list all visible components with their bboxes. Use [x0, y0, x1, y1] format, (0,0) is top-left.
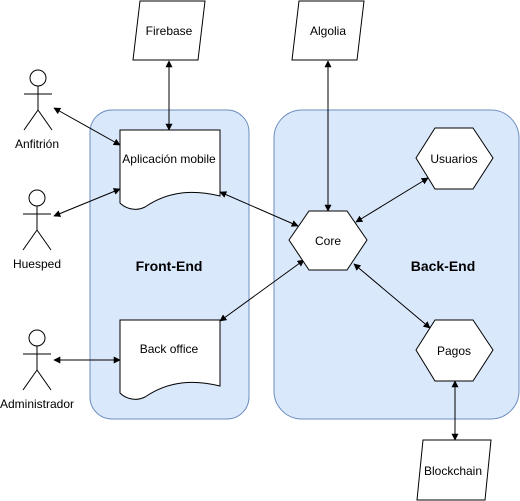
- service-algolia-label: Algolia: [310, 24, 346, 38]
- actor-anfitrion: Anfitrión: [15, 69, 59, 151]
- hex-usuarios-label: Usuarios: [430, 152, 477, 166]
- doc-mobile-label: Aplicación mobile: [122, 152, 216, 166]
- edge-anfitrion-mobile: [53, 107, 121, 146]
- edge-huesped-mobile: [53, 188, 121, 217]
- service-algolia: Algolia: [291, 0, 365, 61]
- actor-administrador-label: Administrador: [0, 397, 74, 411]
- connectors: [53, 60, 459, 441]
- actor-anfitrion-icon: [23, 69, 53, 131]
- service-firebase-label: Firebase: [146, 24, 193, 38]
- edge-core-usuarios: [355, 177, 429, 223]
- hex-pagos: Pagos: [415, 319, 494, 382]
- actor-huesped: Huesped: [13, 189, 61, 271]
- doc-mobile: Aplicación mobile: [119, 129, 221, 210]
- service-blockchain: Blockchain: [416, 439, 492, 501]
- service-blockchain-label: Blockchain: [424, 464, 482, 478]
- hex-pagos-label: Pagos: [437, 344, 471, 358]
- backend-label: Back-End: [411, 258, 476, 274]
- hex-core: Core: [288, 210, 368, 271]
- service-firebase: Firebase: [132, 0, 206, 61]
- edge-backoffice-core: [219, 259, 305, 322]
- doc-backoffice-label: Back office: [140, 342, 199, 356]
- hex-core-label: Core: [315, 234, 341, 248]
- actor-administrador-icon: [22, 329, 52, 391]
- doc-backoffice: Back office: [119, 319, 221, 400]
- edge-core-pagos: [353, 263, 431, 329]
- actor-anfitrion-label: Anfitrión: [15, 137, 59, 151]
- actor-administrador: Administrador: [0, 329, 74, 411]
- frontend-label: Front-End: [136, 258, 203, 274]
- actor-huesped-label: Huesped: [13, 257, 61, 271]
- edge-mobile-core: [219, 191, 299, 227]
- hex-usuarios: Usuarios: [415, 127, 494, 190]
- actor-huesped-icon: [22, 189, 52, 251]
